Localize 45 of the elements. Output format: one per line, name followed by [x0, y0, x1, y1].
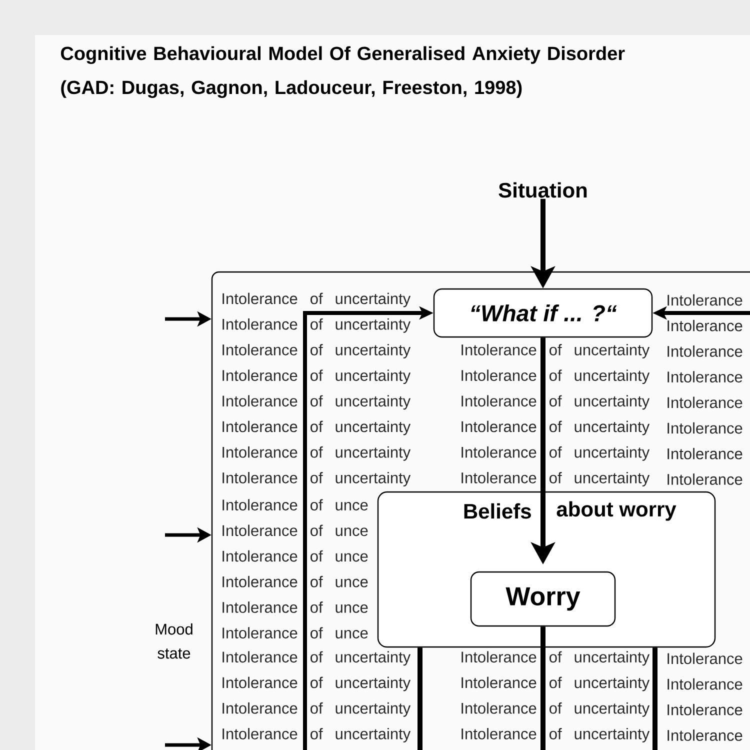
repeated-text: Intolerance of uncertainty	[222, 472, 411, 486]
repeated-text: Intolerance	[668, 652, 742, 664]
repeated-text: Intolerance of uncertainty	[462, 395, 650, 410]
repeated-text: Intolerance	[668, 294, 742, 306]
repeated-text: Intolerance	[668, 678, 742, 690]
repeated-text: Intolerance of unce	[222, 524, 368, 536]
repeated-text: Intolerance	[668, 474, 742, 485]
repeated-text: Intolerance of uncertainty	[222, 676, 411, 692]
situation-label: Situation	[498, 182, 587, 198]
repeated-text: Intolerance of uncertainty	[222, 420, 411, 436]
repeated-text: Intolerance	[668, 448, 742, 460]
question-box: “What if ... ?“	[433, 288, 653, 338]
repeated-text: Intolerance of uncertainty	[462, 420, 650, 436]
side-label: Mood state	[156, 623, 192, 659]
repeated-text: Intolerance of uncertainty	[462, 728, 650, 742]
repeated-text: Intolerance of uncertainty	[462, 651, 650, 666]
repeated-text: Intolerance	[668, 371, 742, 382]
repeated-text: Intolerance of uncertainty	[462, 472, 650, 486]
repeated-text: Intolerance	[668, 730, 742, 741]
repeated-text: Intolerance of uncertainty	[462, 344, 650, 358]
repeated-text: Intolerance	[668, 346, 742, 357]
repeated-text: Intolerance of uncertainty	[222, 318, 411, 333]
repeated-text: Intolerance	[668, 320, 742, 332]
repeated-text: Intolerance of uncertainty	[222, 728, 411, 742]
title: Cognitive Behavioural Model Of Generalised Anxiety Disorder (GAD: Dugas, Gagnon, Ladouceur, Freeston, 1998)	[60, 46, 625, 98]
repeated-text: Intolerance of uncertainty	[462, 676, 650, 692]
repeated-text: Intolerance of uncertainty	[222, 395, 411, 410]
repeated-text: Intolerance of unce	[222, 627, 368, 638]
repeated-text: Intolerance of uncertainty	[462, 446, 650, 461]
repeated-text: Intolerance	[668, 422, 742, 434]
repeated-text: Intolerance	[668, 704, 742, 716]
repeated-text: Intolerance of uncertainty	[222, 344, 411, 358]
repeated-text: Intolerance of uncertainty	[222, 292, 411, 308]
repeated-text: Intolerance of uncertainty	[222, 370, 411, 384]
repeated-text: Intolerance of unce	[222, 550, 368, 562]
repeated-text: Intolerance of uncertainty	[462, 702, 650, 717]
repeated-text: Intolerance of uncertainty	[222, 702, 411, 717]
repeated-text: Intolerance of unce	[222, 499, 368, 510]
repeated-text: Intolerance of unce	[222, 602, 368, 613]
worry-box: Worry	[470, 571, 616, 627]
repeated-text: Intolerance of unce	[222, 576, 368, 588]
repeated-text: Intolerance of uncertainty	[222, 446, 411, 461]
repeated-text: Intolerance of uncertainty	[222, 651, 411, 666]
repeated-text: Intolerance	[668, 396, 742, 408]
repeated-text: Intolerance of uncertainty	[462, 370, 650, 384]
